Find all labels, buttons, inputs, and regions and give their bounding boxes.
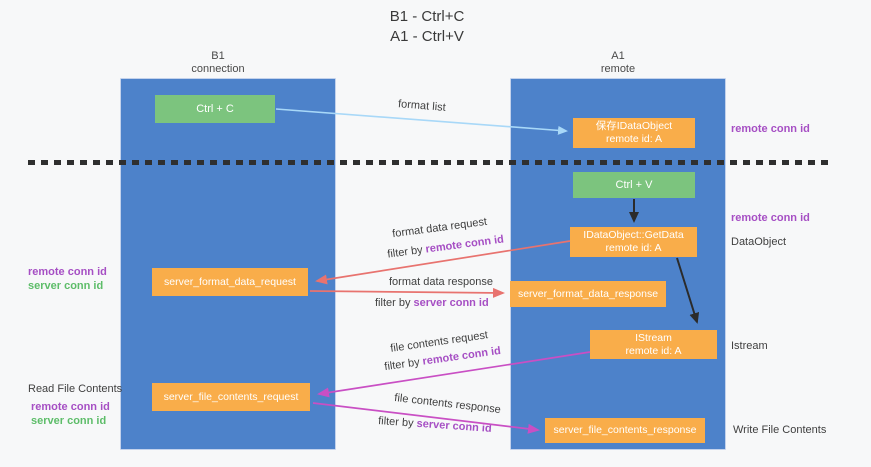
filter-by-text-1: filter by <box>386 243 427 261</box>
node-server-file-contents-response-label: server_file_contents_response <box>553 424 697 436</box>
node-idataobject-getdata: IDataObject::GetData remote id: A <box>570 227 697 257</box>
filter-by-text-3: filter by <box>383 355 424 374</box>
left-column-subtitle: connection <box>191 63 245 75</box>
filter-remote-conn-id-1: remote conn id <box>424 233 505 256</box>
label-format-data-response: format data response <box>389 276 493 288</box>
node-save-idataobject-line2: remote id: A <box>605 133 663 145</box>
node-server-file-contents-request-label: server_file_contents_request <box>163 390 299 403</box>
node-server-file-contents-response: server_file_contents_response <box>545 418 705 443</box>
node-ctrl-c: Ctrl + C <box>155 95 275 123</box>
label-file-contents-response: file contents response <box>393 391 502 417</box>
node-server-format-data-request-label: server_format_data_request <box>164 275 296 288</box>
annotation-write-file-contents: Write File Contents <box>733 424 827 436</box>
annotation-dataobject: DataObject <box>731 236 787 248</box>
node-istream-line2: remote id: A <box>625 344 682 357</box>
node-ctrl-v-label: Ctrl + V <box>615 178 653 191</box>
label-format-list: format list <box>397 98 447 114</box>
annotation-remote-conn-id-top: remote conn id <box>731 123 810 135</box>
node-save-idataobject-line1: 保存IDataObject <box>595 120 673 132</box>
annotation-remote-conn-id-left1: remote conn id <box>28 266 107 278</box>
node-server-file-contents-request: server_file_contents_request <box>152 383 310 411</box>
left-column-name: B1 <box>211 50 225 62</box>
node-server-format-data-response-label: server_format_data_response <box>517 287 659 300</box>
annotation-remote-conn-id-mid: remote conn id <box>731 212 810 224</box>
right-column-header: A1 remote <box>558 50 678 76</box>
node-istream-line1: IStream <box>635 331 672 344</box>
annotation-istream: Istream <box>731 340 768 352</box>
filter-server-conn-id-2: server conn id <box>416 417 493 435</box>
filter-by-text-4: filter by <box>377 415 418 430</box>
diagram-title: B1 - Ctrl+C A1 - Ctrl+V <box>277 7 577 47</box>
dashed-separator-line <box>28 160 830 165</box>
filter-by-text-2: filter by <box>375 297 414 309</box>
node-server-format-data-response: server_format_data_response <box>510 281 666 307</box>
annotation-read-file-contents: Read File Contents <box>28 383 123 395</box>
node-save-idataobject: 保存IDataObject remote id: A <box>573 118 695 148</box>
annotation-server-conn-id-left2: server conn id <box>31 415 107 427</box>
node-istream: IStream remote id: A <box>590 330 717 359</box>
format-data-response-arrow <box>309 287 505 298</box>
annotation-server-conn-id-left1: server conn id <box>28 280 104 292</box>
node-idataobject-getdata-line1: IDataObject::GetData <box>583 229 684 241</box>
node-ctrl-v: Ctrl + V <box>573 172 695 198</box>
annotation-remote-conn-id-left2: remote conn id <box>31 401 110 413</box>
left-column-header: B1 connection <box>158 50 278 76</box>
label-filter-server-2: filter by server conn id <box>378 415 492 436</box>
node-ctrl-c-label: Ctrl + C <box>196 102 234 115</box>
right-column-name: A1 <box>611 50 625 62</box>
node-idataobject-getdata-line2: remote id: A <box>605 242 662 254</box>
right-column-subtitle: remote <box>600 63 636 75</box>
filter-server-conn-id-1: server conn id <box>413 297 489 309</box>
label-filter-server-1: filter by server conn id <box>375 297 489 310</box>
title-line-2: A1 - Ctrl+V <box>390 28 464 45</box>
node-server-format-data-request: server_format_data_request <box>152 268 308 296</box>
title-line-1: B1 - Ctrl+C <box>389 8 465 25</box>
